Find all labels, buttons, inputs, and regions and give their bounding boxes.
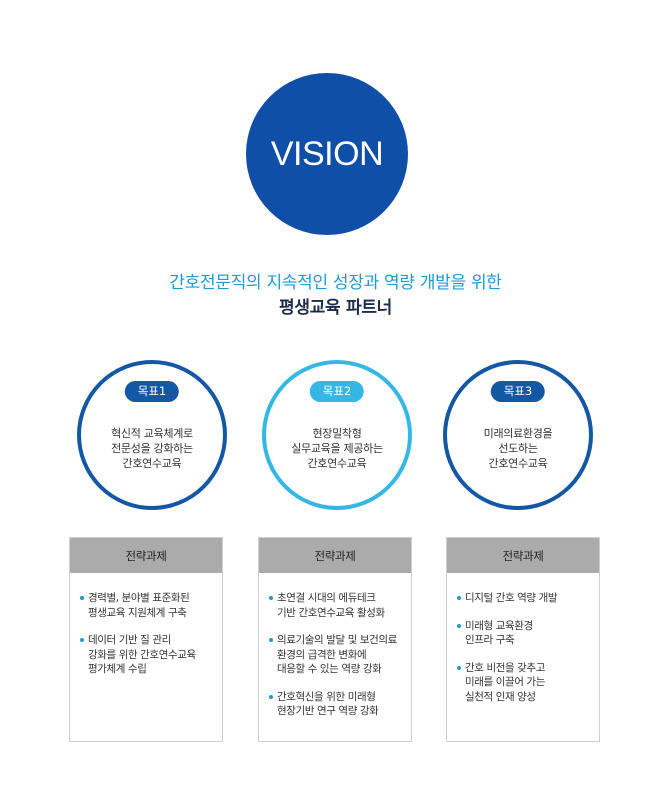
vision-headline-line2: 평생교육 파트너 [279,298,392,318]
strategy-card-2: 전략과제 초연결 시대의 에듀테크 기반 간호연수교육 활성화 의료기술의 발달… [258,537,412,742]
strategy-item: 간호혁신을 위한 미래형 현장기반 연구 역량 강화 [269,690,405,719]
goal-badge-2: 목표2 [309,381,365,402]
strategy-list: 초연결 시대의 에듀테크 기반 간호연수교육 활성화 의료기술의 발달 및 보건… [259,573,411,719]
vision-label: VISION [270,134,384,173]
strategy-card-3: 전략과제 디지털 간호 역량 개발 미래형 교육환경 인프라 구축 간호 비전을… [446,537,600,742]
strategy-card-1: 전략과제 경력별, 분야별 표준화된 평생교육 지원체계 구축 데이터 기반 질… [69,537,223,742]
strategy-header: 전략과제 [70,538,222,573]
goal-circle-3: 목표3 미래의료환경을 선도하는 간호연수교육 [443,360,593,510]
strategy-item: 간호 비전을 갖추고 미래를 이끌어 가는 실천적 인재 양성 [457,661,593,705]
strategy-header: 전략과제 [447,538,599,573]
strategy-item: 초연결 시대의 에듀테크 기반 간호연수교육 활성화 [269,591,405,620]
goal-circle-1: 목표1 혁신적 교육체계로 전문성을 강화하는 간호연수교육 [77,360,227,510]
strategy-item: 디지털 간호 역량 개발 [457,591,593,606]
strategy-header: 전략과제 [259,538,411,573]
goal-desc-2: 현장밀착형 실무교육을 제공하는 간호연수교육 [291,427,383,470]
strategy-list: 디지털 간호 역량 개발 미래형 교육환경 인프라 구축 간호 비전을 갖추고 … [447,573,599,704]
vision-circle: VISION [246,73,408,235]
goal-circle-2: 목표2 현장밀착형 실무교육을 제공하는 간호연수교육 [262,360,412,510]
goal-badge-3: 목표3 [490,381,546,402]
strategy-item: 데이터 기반 질 관리 강화를 위한 간호연수교육 평가체계 수립 [80,633,216,677]
goal-badge-1: 목표1 [124,381,180,402]
goal-desc-3: 미래의료환경을 선도하는 간호연수교육 [483,427,553,470]
strategy-list: 경력별, 분야별 표준화된 평생교육 지원체계 구축 데이터 기반 질 관리 강… [70,573,222,677]
vision-headline-line1: 간호전문직의 지속적인 성장과 역량 개발을 위한 [169,273,502,293]
goal-desc-1: 혁신적 교육체계로 전문성을 강화하는 간호연수교육 [111,427,193,470]
strategy-item: 의료기술의 발달 및 보건의료 환경의 급격한 변화에 대응할 수 있는 역량 … [269,633,405,677]
strategy-item: 경력별, 분야별 표준화된 평생교육 지원체계 구축 [80,591,216,620]
strategy-item: 미래형 교육환경 인프라 구축 [457,619,593,648]
